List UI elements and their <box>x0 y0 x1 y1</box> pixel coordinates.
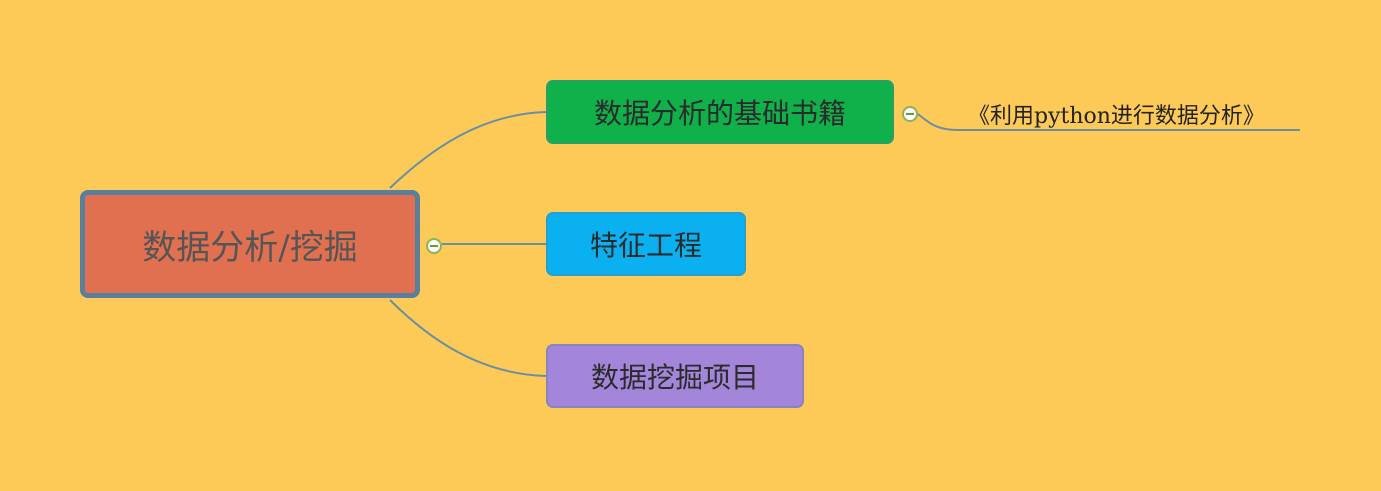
central-topic[interactable]: 数据分析/挖掘 <box>80 190 420 298</box>
connector-central-to-books <box>389 111 547 189</box>
minus-icon <box>906 113 914 115</box>
main-topic-mining-projects-label: 数据挖掘项目 <box>590 361 759 394</box>
main-topic-feature-engineering[interactable]: 特征工程 <box>546 212 746 276</box>
central-topic-collapse-minus-icon[interactable] <box>426 238 442 254</box>
main-topic-books[interactable]: 数据分析的基础书籍 <box>546 80 894 144</box>
main-topic-books-label: 数据分析的基础书籍 <box>593 97 846 130</box>
subtopic-python-book[interactable]: 《利用python进行数据分析》 <box>968 98 1265 130</box>
subtopic-python-book-label: 《利用python进行数据分析》 <box>968 104 1265 129</box>
connector-books-to-python-book <box>917 113 1300 131</box>
main-topic-mining-projects[interactable]: 数据挖掘项目 <box>546 344 804 408</box>
main-topic-feature-engineering-label: 特征工程 <box>589 229 702 262</box>
minus-icon <box>430 245 438 247</box>
central-topic-label: 数据分析/挖掘 <box>142 227 358 268</box>
connector-central-to-mining-projects <box>389 299 547 377</box>
books-collapse-minus-icon[interactable] <box>902 106 918 122</box>
